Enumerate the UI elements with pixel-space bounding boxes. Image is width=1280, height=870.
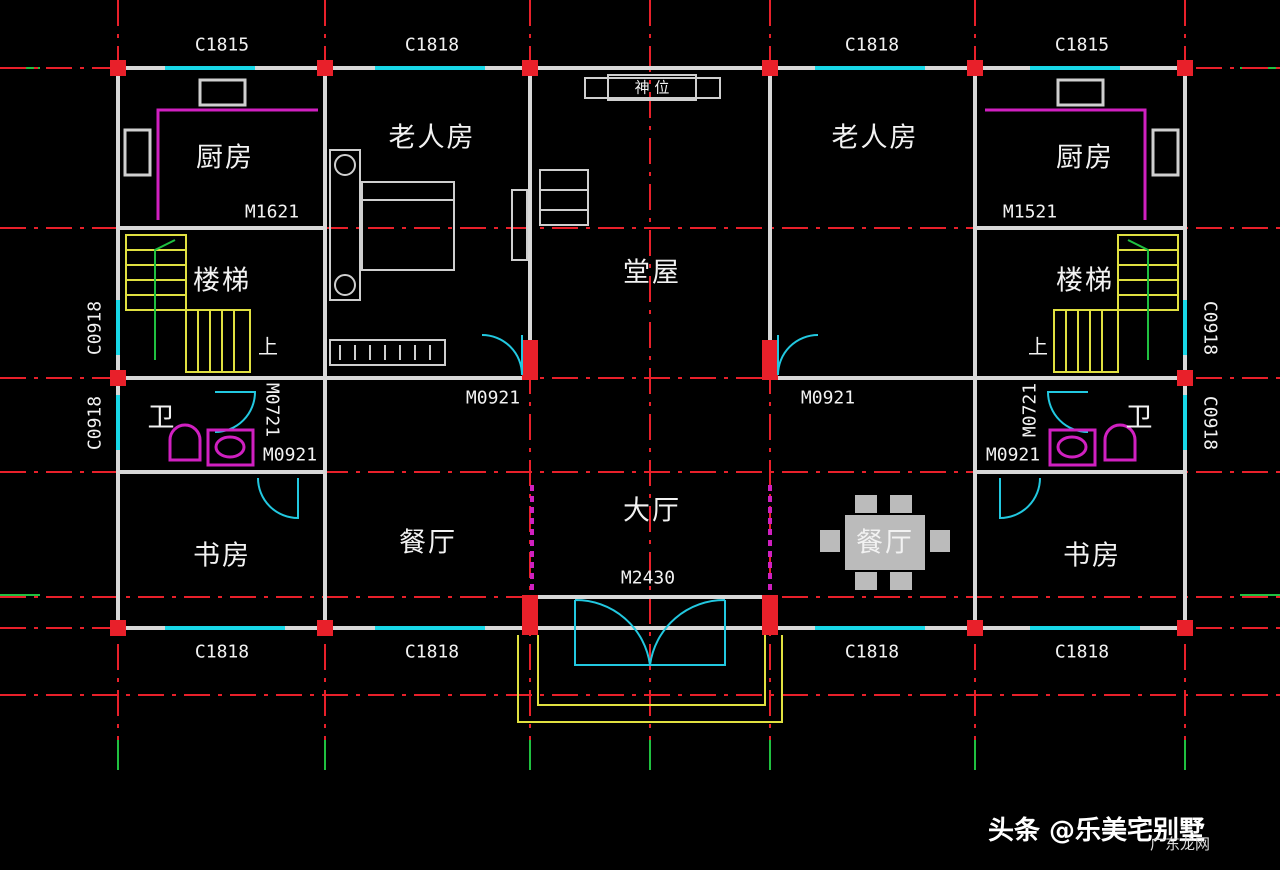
room-study-left: 书房 xyxy=(193,540,251,572)
stair-left xyxy=(125,234,251,373)
window-code-top-4: C1815 xyxy=(1054,34,1110,56)
door-code-main: M2430 xyxy=(620,567,676,589)
stair-right xyxy=(1053,234,1179,373)
columns xyxy=(110,60,1193,636)
window-code-top-1: C1815 xyxy=(194,34,250,56)
room-hall: 堂屋 xyxy=(623,257,681,289)
window-code-bottom-3: C1818 xyxy=(844,641,900,663)
kitchen-counters xyxy=(156,108,1147,220)
room-kitchen-right: 厨房 xyxy=(1056,142,1114,174)
dining-table-right xyxy=(820,495,950,590)
door-code-wc-left-vertical: M0721 xyxy=(261,382,283,438)
room-living: 大厅 xyxy=(623,495,681,527)
door-code-wc-left: M0921 xyxy=(262,444,318,466)
window-code-bottom-2: C1818 xyxy=(404,641,460,663)
room-elder-left: 老人房 xyxy=(388,122,476,154)
watermark-site: 广东龙网 xyxy=(1150,835,1211,853)
bed-left xyxy=(329,149,455,366)
window-code-bottom-1: C1818 xyxy=(194,641,250,663)
window-code-top-2: C1818 xyxy=(404,34,460,56)
watermark-source: 头条 @乐美宅别墅 xyxy=(988,816,1206,846)
stoves xyxy=(123,78,1180,177)
window-code-top-3: C1818 xyxy=(844,34,900,56)
shrine-label: 神 位 xyxy=(634,78,670,97)
door-code-kitchen-left: M1621 xyxy=(244,201,300,223)
bath-fixtures xyxy=(168,423,1137,467)
door-code-elder-left: M0921 xyxy=(465,387,521,409)
stair-up-mark-left: 上 xyxy=(258,334,278,359)
door-code-elder-right: M0921 xyxy=(800,387,856,409)
walls xyxy=(116,66,1187,630)
room-kitchen-left: 厨房 xyxy=(196,142,254,174)
window-code-side-right-2: C0918 xyxy=(1199,395,1221,451)
door-code-wc-right: M0921 xyxy=(985,444,1041,466)
door-code-kitchen-right: M1521 xyxy=(1002,201,1058,223)
room-stair-left: 楼梯 xyxy=(193,265,251,297)
room-wc-right: 卫 xyxy=(1125,402,1155,434)
porch xyxy=(517,635,783,723)
stair-arrows xyxy=(154,239,1149,360)
stair-up-mark-right: 上 xyxy=(1028,334,1048,359)
room-stair-right: 楼梯 xyxy=(1056,265,1114,297)
shrine-table xyxy=(584,74,721,101)
window-code-side-right-1: C0918 xyxy=(1199,300,1221,356)
hall-chairs xyxy=(511,169,589,261)
door-code-wc-right-vertical: M0721 xyxy=(1019,382,1041,438)
room-study-right: 书房 xyxy=(1063,540,1121,572)
room-elder-right: 老人房 xyxy=(831,122,919,154)
windows xyxy=(116,66,1187,630)
window-code-side-left-1: C0918 xyxy=(84,300,106,356)
room-wc-left: 卫 xyxy=(147,402,177,434)
window-code-bottom-4: C1818 xyxy=(1054,641,1110,663)
room-dining-left: 餐厅 xyxy=(399,527,457,559)
window-code-side-left-2: C0918 xyxy=(84,395,106,451)
room-dining-right: 餐厅 xyxy=(856,527,914,559)
